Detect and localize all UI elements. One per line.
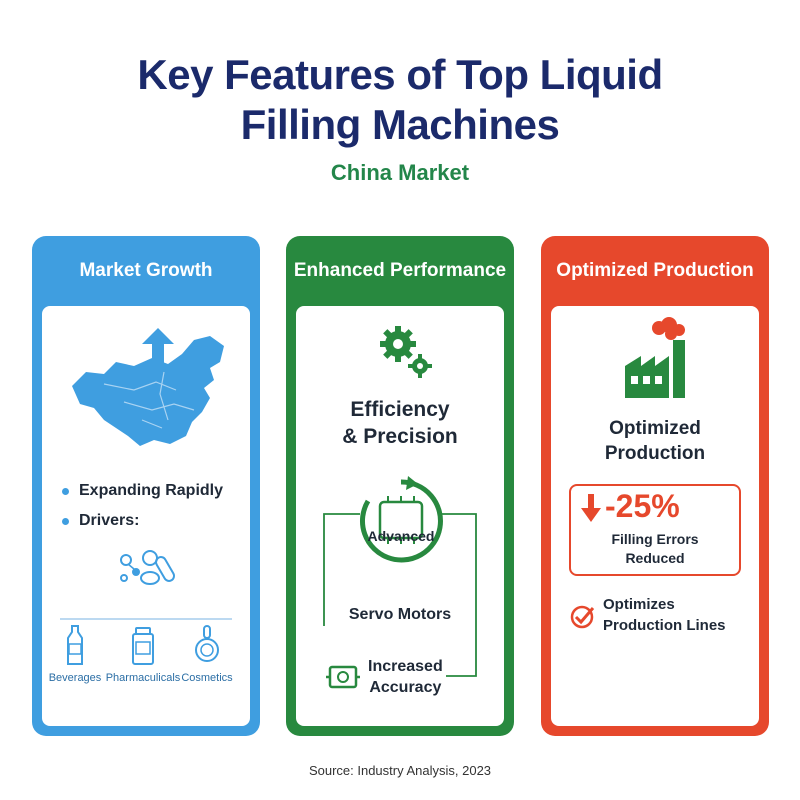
optimized-line-1: Optimized	[609, 418, 701, 439]
card-divider	[60, 618, 232, 620]
check-circle-icon	[570, 605, 595, 629]
optimizes-lines-label: Optimizes Production Lines	[603, 594, 726, 636]
advanced-chip-icon	[359, 476, 443, 563]
medicine-jar-icon	[132, 627, 154, 665]
optimized-production-heading: Optimized Production	[556, 260, 754, 281]
error-line-1: Filling Errors	[611, 531, 699, 547]
optimized-production-body: Optimized Production -25% Filling Errors…	[551, 306, 759, 726]
optimized-production-title: Optimized Production	[551, 416, 759, 466]
optimizes-line-2: Production Lines	[603, 617, 726, 634]
bullet-drivers-text: Drivers:	[79, 512, 140, 529]
cycle-connector-lines	[323, 513, 477, 677]
bullet-dot	[62, 517, 69, 525]
bullet-dot	[62, 487, 69, 495]
increased-accuracy-label: Increased Accuracy	[368, 656, 443, 698]
optimized-production-card: Optimized Production Optimized Productio…	[541, 236, 769, 736]
bottle-icon	[67, 625, 83, 665]
advanced-chip-label: Advanced	[367, 528, 435, 544]
error-reduction-box: -25% Filling Errors Reduced	[569, 484, 741, 576]
factory-icon	[625, 317, 685, 398]
cosmetics-mirror-icon	[195, 625, 219, 662]
servo-motor-icon	[326, 665, 360, 689]
market-growth-body: Expanding Rapidly Drivers:	[42, 306, 250, 726]
title-line-1: Key Features of Top Liquid	[137, 51, 663, 98]
enhanced-performance-heading: Enhanced Performance	[293, 260, 507, 281]
error-reduction-label: Filling Errors Reduced	[571, 530, 739, 568]
error-reduction-value: -25%	[605, 488, 680, 524]
accuracy-line-2: Accuracy	[369, 679, 442, 696]
page-subtitle: China Market	[330, 160, 470, 185]
pills-icon	[120, 550, 175, 585]
efficiency-line-1: Efficiency	[350, 398, 450, 421]
bullet-expanding: Expanding Rapidly	[62, 482, 223, 500]
accuracy-line-1: Increased	[368, 658, 443, 675]
optimized-line-2: Production	[604, 443, 706, 464]
china-map-icon	[72, 328, 224, 446]
industry-label-pharmaceuticals: Pharmaculicals	[105, 672, 181, 684]
bullet-expanding-text: Expanding Rapidly	[79, 482, 224, 499]
market-growth-card: Market Growth Expanding Rapidly Drivers:	[32, 236, 260, 736]
page-title: Key Features of Top Liquid Filling Machi…	[0, 50, 800, 150]
source-footnote: Source: Industry Analysis, 2023	[308, 763, 492, 778]
optimizes-line-1: Optimizes	[603, 596, 675, 613]
industry-label-cosmetics: Cosmetics	[181, 672, 233, 684]
error-line-2: Reduced	[625, 550, 685, 566]
efficiency-precision-label: Efficiency & Precision	[296, 396, 504, 450]
down-arrow-icon	[581, 494, 601, 522]
servo-motors-label: Servo Motors	[348, 606, 452, 623]
market-growth-heading: Market Growth	[79, 260, 213, 281]
title-line-2: Filling Machines	[240, 101, 560, 148]
bullet-drivers: Drivers:	[62, 512, 139, 530]
efficiency-line-2: & Precision	[342, 425, 458, 448]
gears-icon	[380, 326, 432, 378]
enhanced-performance-card: Enhanced Performance	[286, 236, 514, 736]
industry-label-beverages: Beverages	[48, 672, 102, 684]
enhanced-performance-body: Efficiency & Precision Advanced Servo Mo…	[296, 306, 504, 726]
